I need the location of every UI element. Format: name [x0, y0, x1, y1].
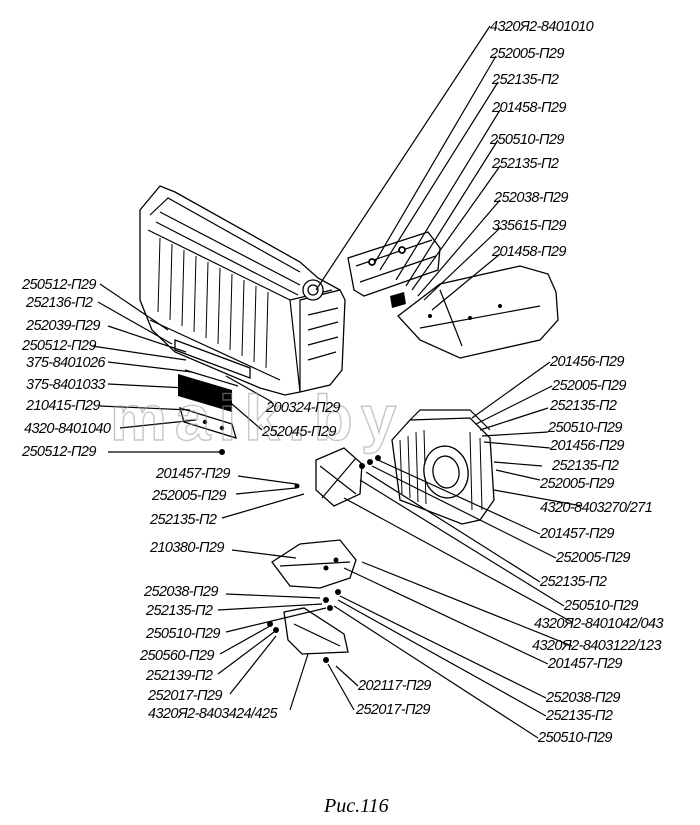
part-label: 252135-П2 — [549, 398, 617, 414]
part-label: 252045-П29 — [261, 424, 336, 440]
black-block-drawing — [178, 369, 239, 412]
part-label: 252005-П29 — [489, 46, 564, 62]
part-label: 250510-П29 — [489, 132, 564, 148]
part-label: 250512-П29 — [21, 277, 96, 293]
part-label: 201457-П29 — [539, 526, 614, 542]
part-label: 252038-П29 — [493, 190, 568, 206]
upper-bracket-drawing — [347, 231, 441, 308]
figure-caption: Рис.116 — [323, 795, 389, 817]
part-label: 252039-П29 — [25, 318, 100, 334]
leader-lines — [91, 25, 583, 739]
part-label: 4320Я2-8401010 — [490, 19, 594, 35]
part-label: 201457-П29 — [547, 656, 622, 672]
part-label: 252038-П29 — [143, 584, 218, 600]
part-label: 201458-П29 — [491, 244, 566, 260]
headlamp-housing-drawing — [391, 409, 495, 525]
part-label: 250512-П29 — [21, 338, 96, 354]
part-label: 210415-П29 — [25, 398, 100, 414]
part-label: 252139-П2 — [145, 668, 213, 684]
part-label: 252005-П29 — [555, 550, 630, 566]
part-label: 201456-П29 — [549, 438, 624, 454]
part-label: 4320-8401040 — [24, 421, 111, 437]
part-label: 201456-П29 — [549, 354, 624, 370]
part-label: 335615-П29 — [492, 218, 566, 234]
part-label: 252017-П29 — [147, 688, 222, 704]
part-label: 375-8401026 — [26, 355, 106, 371]
part-label: 252135-П2 — [145, 603, 213, 619]
part-label: 252135-П2 — [539, 574, 607, 590]
part-label: 252017-П29 — [355, 702, 430, 718]
square-plate-drawing — [294, 447, 381, 507]
part-label: 250510-П29 — [537, 730, 612, 746]
part-label: 4320Я2-8403424/425 — [148, 706, 278, 722]
part-label: 252038-П29 — [545, 690, 620, 706]
part-label: 201457-П29 — [155, 466, 230, 482]
part-label: 200324-П29 — [265, 400, 340, 416]
part-label: 201458-П29 — [491, 100, 566, 116]
part-label: 252135-П2 — [551, 458, 619, 474]
part-label: 252005-П29 — [539, 476, 614, 492]
part-label: 250510-П29 — [145, 626, 220, 642]
part-label: 252135-П2 — [545, 708, 613, 724]
part-label: 250560-П29 — [139, 648, 214, 664]
radiator-grille-drawing — [139, 185, 346, 396]
part-label: 210380-П29 — [149, 540, 224, 556]
lower-bracket-drawing — [267, 589, 349, 663]
part-label: 252135-П2 — [491, 72, 559, 88]
part-label: 250510-П29 — [547, 420, 622, 436]
part-label: 252135-П2 — [491, 156, 559, 172]
mounting-bracket-drawing — [179, 407, 237, 455]
part-label: 250512-П29 — [21, 444, 96, 460]
part-label: 4320Я2-8401042/043 — [534, 616, 663, 632]
part-label: 252135-П2 — [149, 512, 217, 528]
lower-shield-drawing — [271, 539, 357, 589]
part-label: 4320-8403270/271 — [540, 500, 652, 516]
part-label: 252005-П29 — [151, 488, 226, 504]
part-label: 375-8401033 — [26, 377, 105, 393]
part-label: 202117-П29 — [357, 678, 431, 694]
cover-panel-drawing — [397, 265, 559, 359]
part-label: 4320Я2-8403122/123 — [532, 638, 661, 654]
part-label: 250510-П29 — [563, 598, 638, 614]
watermark: maik.by — [110, 382, 404, 454]
part-label: 252005-П29 — [551, 378, 626, 394]
part-label: 252136-П2 — [25, 295, 93, 311]
